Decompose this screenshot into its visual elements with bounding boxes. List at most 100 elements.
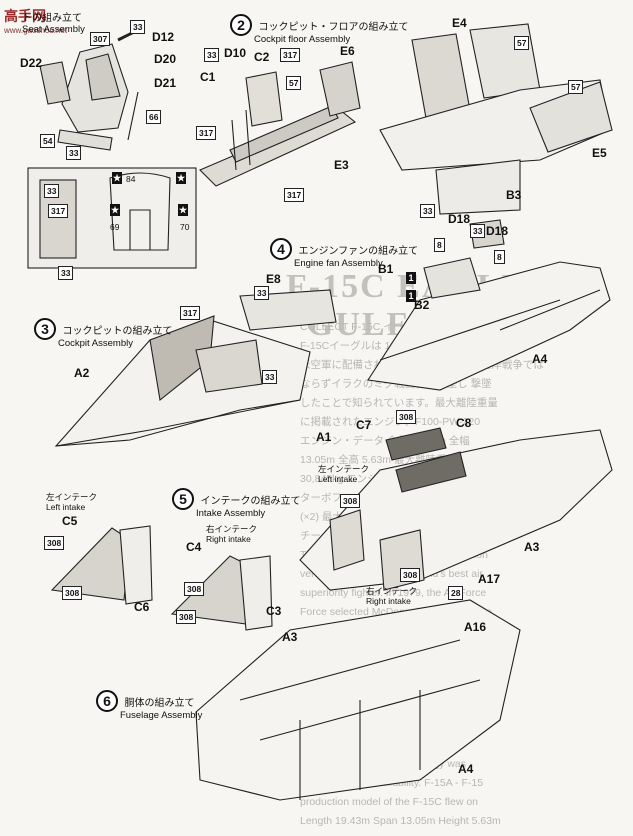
background-text-line: Length 19.43m Span 13.05m Height 5.63m xyxy=(300,815,501,827)
part-label-d18-right: D18 xyxy=(486,224,509,238)
color-callout: 70 xyxy=(180,222,190,232)
part-label-a4-top: A4 xyxy=(532,352,548,366)
color-callout: 28 xyxy=(448,586,464,600)
background-text-line: superiority fighter. In 1979, the Air Fo… xyxy=(300,587,487,599)
step-4-number: 4 xyxy=(270,238,292,260)
left-intake-label: 左インテーク Left intake xyxy=(318,464,369,484)
step-2-title-jp: コックピット・フロアの組み立て xyxy=(258,21,409,33)
color-callout: 33 xyxy=(470,224,486,238)
part-label-a3-mid: A3 xyxy=(524,540,540,554)
color-callout: 33 xyxy=(254,286,270,300)
color-callout: 308 xyxy=(400,568,421,582)
color-callout: 33 xyxy=(420,204,436,218)
background-text-line: production model of the F-15C flew on xyxy=(300,796,479,808)
color-callout: 308 xyxy=(340,494,361,508)
part-label-a16: A16 xyxy=(464,620,487,634)
star-marker: ★ xyxy=(110,204,120,216)
part-label-e8: E8 xyxy=(266,272,281,286)
right-intake-drawing xyxy=(170,555,273,631)
left-intake-jp: 左インテーク xyxy=(318,464,370,474)
part-label-a1: A1 xyxy=(316,430,332,444)
left-intake-en: Left intake xyxy=(46,502,86,512)
part-label-c2: C2 xyxy=(254,50,270,64)
part-label-e4: E4 xyxy=(452,16,467,30)
step-5-title-jp: インテークの組み立て xyxy=(200,495,301,507)
left-intake-en: Left intake xyxy=(318,474,358,484)
color-callout: 308 xyxy=(176,610,197,624)
color-callout: 33 xyxy=(44,184,60,198)
color-callout: 33 xyxy=(66,146,82,160)
part-label-c1: C1 xyxy=(200,70,216,84)
cockpit-nose-drawing xyxy=(54,289,337,447)
step-1-title-en: Seat Assembly xyxy=(22,24,85,35)
star-marker: ★ xyxy=(176,172,186,184)
step-3-title-jp: コックピットの組み立て xyxy=(62,325,173,337)
color-callout: 33 xyxy=(262,370,278,384)
color-callout: 54 xyxy=(40,134,56,148)
part-label-a4-bottom: A4 xyxy=(458,762,474,776)
color-callout: 308 xyxy=(396,410,417,424)
part-label-b1: B1 xyxy=(378,262,394,276)
fuselage-assembly-drawing xyxy=(195,599,521,801)
color-callout: 317 xyxy=(280,48,301,62)
step-2-title-en: Cockpit floor Assembly xyxy=(254,34,351,45)
part-label-b2: B2 xyxy=(414,298,430,312)
step-6-number: 6 xyxy=(96,690,118,712)
right-intake-en: Right intake xyxy=(206,534,251,544)
step-5-heading: 5 インテークの組み立て Intake Assembly xyxy=(172,488,300,519)
part-label-e5: E5 xyxy=(592,146,607,160)
color-callout: 33 xyxy=(58,266,74,280)
part-number-marker: 1 xyxy=(406,290,416,302)
step-5-number: 5 xyxy=(172,488,194,510)
color-callout: 307 xyxy=(90,32,111,46)
part-label-c5: C5 xyxy=(62,514,78,528)
color-callout: 308 xyxy=(44,536,65,550)
color-callout: 33 xyxy=(204,48,220,62)
right-intake-jp: 右インテーク xyxy=(206,524,258,534)
step-1-title-jp: トの組み立て xyxy=(22,13,82,25)
color-callout: 8 xyxy=(494,250,505,264)
color-callout: 57 xyxy=(514,36,530,50)
step-4-title-jp: エンジンファンの組み立て xyxy=(298,245,419,257)
intake-fuselage-drawing xyxy=(299,427,613,591)
right-intake-label-step5: 右インテーク Right intake xyxy=(206,524,257,544)
part-label-e6: E6 xyxy=(340,44,355,58)
background-text-line: に掲載されたエンジン、F100-PW-220 xyxy=(300,416,481,428)
watermark-logo: 高手网 xyxy=(4,8,46,24)
part-label-b3: B3 xyxy=(506,188,522,202)
color-callout: 57 xyxy=(286,76,302,90)
part-label-a2: A2 xyxy=(74,366,90,380)
step-6-title-en: Fuselage Assembly xyxy=(120,710,203,721)
step-5-title-en: Intake Assembly xyxy=(196,508,266,519)
part-label-a17: A17 xyxy=(478,572,501,586)
part-label-d20: D20 xyxy=(154,52,177,66)
color-callout: 317 xyxy=(196,126,217,140)
part-label-d22: D22 xyxy=(20,56,43,70)
step-4-title-en: Engine fan Assembly xyxy=(294,258,383,269)
part-label-c4: C4 xyxy=(186,540,202,554)
step-2-heading: 2 コックピット・フロアの組み立て Cockpit floor Assembly xyxy=(230,14,408,45)
step-3-number: 3 xyxy=(34,318,56,340)
step-4-heading: 4 エンジンファンの組み立て Engine fan Assembly xyxy=(270,238,418,269)
left-intake-label-step5: 左インテーク Left intake xyxy=(46,492,97,512)
part-label-d10: D10 xyxy=(224,46,247,60)
part-label-c6: C6 xyxy=(134,600,150,614)
color-callout: 317 xyxy=(284,188,305,202)
right-intake-label: 右インテーク Right intake xyxy=(366,586,417,606)
color-callout: 317 xyxy=(180,306,201,320)
step-3-heading: 3 コックピットの組み立て Cockpit Assembly xyxy=(34,318,172,349)
console-panel-drawing xyxy=(27,167,197,269)
color-callout: 317 xyxy=(48,204,69,218)
color-callout: 8 xyxy=(434,238,445,252)
right-intake-jp: 右インテーク xyxy=(366,586,418,596)
step-6-heading: 6 胴体の組み立て Fuselage Assembly xyxy=(96,690,202,721)
color-callout: 66 xyxy=(146,110,162,124)
color-callout: 308 xyxy=(184,582,205,596)
forward-fuselage-drawing xyxy=(367,219,611,391)
color-callout: 308 xyxy=(62,586,83,600)
cockpit-tub-drawing xyxy=(379,23,613,215)
part-label-d21: D21 xyxy=(154,76,177,90)
cockpit-floor-drawing xyxy=(199,61,361,187)
